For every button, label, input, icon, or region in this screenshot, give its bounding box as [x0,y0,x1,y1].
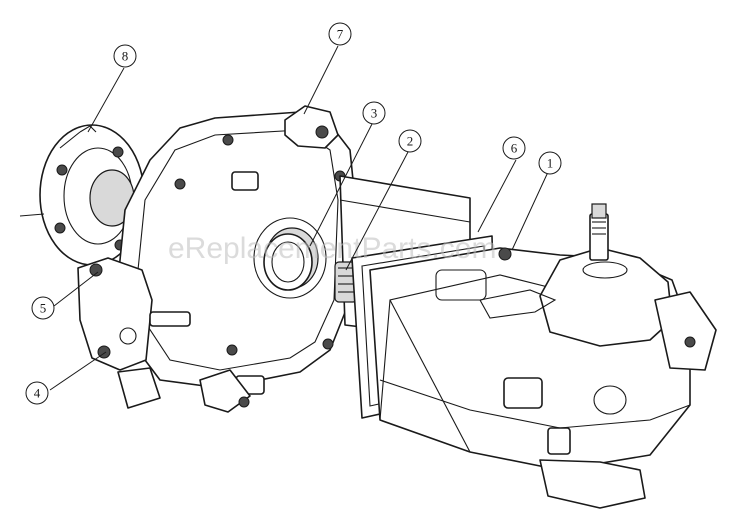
watermark-text: eReplacementParts.com [168,232,496,265]
leader-lines [49,45,549,391]
callout-8-label: 8 [122,49,129,64]
callout-5-label: 5 [40,301,47,316]
callout-7-label: 7 [337,27,344,42]
callout-1: 1 [538,151,562,175]
callout-7: 7 [328,22,352,46]
callout-2: 2 [398,129,422,153]
callout-1-label: 1 [547,156,554,171]
transmission-body [369,203,717,509]
callout-2-label: 2 [407,134,414,149]
callout-3: 3 [362,101,386,125]
gear-set [263,233,358,303]
callout-4-label: 4 [34,386,41,401]
wheel-hub [19,124,145,266]
callout-4: 4 [25,381,49,405]
callout-6-label: 6 [511,141,518,156]
callout-8: 8 [113,44,137,68]
callout-5: 5 [31,296,55,320]
brake-bracket [77,257,191,409]
callout-6: 6 [502,136,526,160]
callout-3-label: 3 [371,106,378,121]
